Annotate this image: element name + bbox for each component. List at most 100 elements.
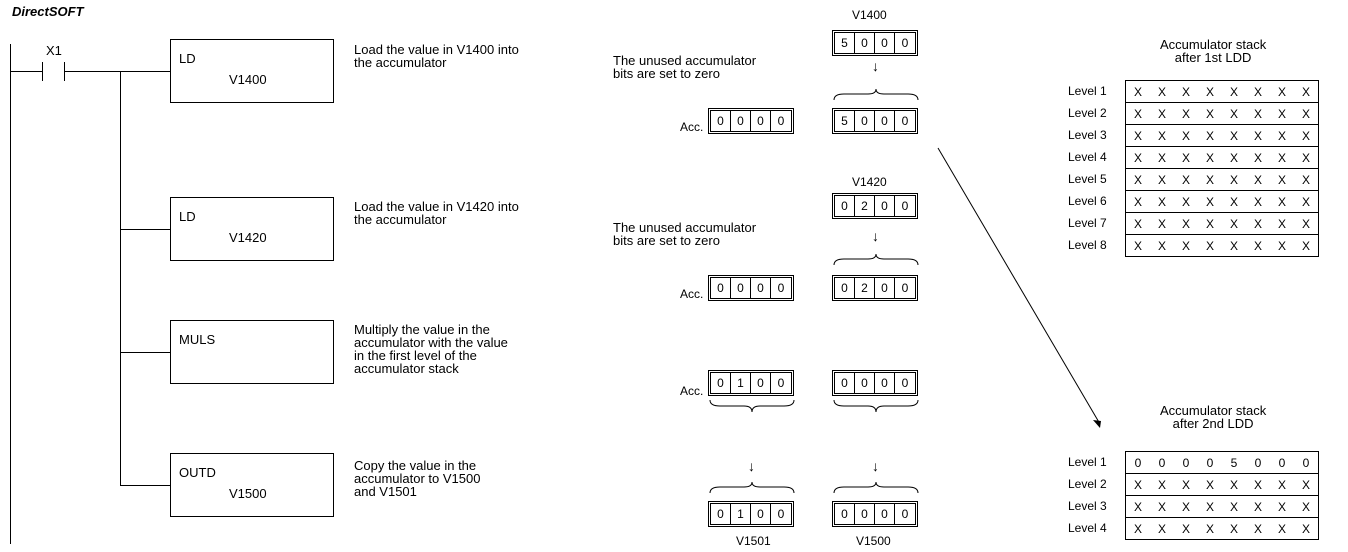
register-digit: 1 xyxy=(731,504,751,524)
stack-cell: X xyxy=(1174,495,1198,518)
acc-label: Acc. xyxy=(680,384,704,398)
register-digit: 0 xyxy=(901,281,909,295)
stack-cell: X xyxy=(1277,84,1286,99)
register-digit: 0 xyxy=(777,507,785,521)
stack-cell: X xyxy=(1222,102,1246,125)
stack-cell: X xyxy=(1270,495,1294,518)
stack-cell: X xyxy=(1294,168,1319,191)
stack-cell: X xyxy=(1222,168,1246,191)
stack-cell: X xyxy=(1125,473,1150,496)
unused-bits-note: The unused accumulator bits are set to z… xyxy=(613,53,757,81)
contact-label: X1 xyxy=(46,43,62,58)
stack-cell: X xyxy=(1125,517,1150,540)
stack-cell: X xyxy=(1222,124,1246,147)
app-title: DirectSOFT xyxy=(12,4,84,19)
stack-cell: X xyxy=(1150,190,1174,213)
stack-cell: X xyxy=(1198,146,1222,169)
instruction-operand: V1500 xyxy=(229,486,267,501)
down-arrow-icon: ↓ xyxy=(872,228,879,244)
down-arrow-icon: ↓ xyxy=(872,458,879,474)
stack-cell: X xyxy=(1150,234,1174,257)
stack-cell: X xyxy=(1150,124,1174,147)
register-digit: 0 xyxy=(731,278,751,298)
register-digit: 0 xyxy=(901,114,909,128)
stack-cell: X xyxy=(1125,168,1150,191)
stack-cell: X xyxy=(1246,124,1270,147)
instruction-outd[interactable]: OUTD V1500 xyxy=(170,453,334,517)
register-digit: 0 xyxy=(855,33,875,53)
instruction-operand: V1420 xyxy=(229,230,267,245)
instruction-ld-v1420[interactable]: LD V1420 xyxy=(170,197,334,261)
stack-cell: X xyxy=(1222,495,1246,518)
stack-cell: X xyxy=(1174,168,1198,191)
down-arrow-icon: ↓ xyxy=(748,458,755,474)
instruction-opcode: LD xyxy=(179,209,196,224)
stack-cell: X xyxy=(1222,146,1246,169)
register-digit: 0 xyxy=(711,504,731,524)
acc-label: Acc. xyxy=(680,287,704,301)
register-digit: 0 xyxy=(751,504,771,524)
rung-wire xyxy=(64,71,170,72)
register-digit: 0 xyxy=(875,33,895,53)
stack-cell: X xyxy=(1150,212,1174,235)
register-digit: 0 xyxy=(711,373,731,393)
stack-cell: X xyxy=(1125,190,1150,213)
register-digit: 0 xyxy=(875,196,895,216)
register-digit: 0 xyxy=(835,196,855,216)
stack-level-label: Level 2 xyxy=(1068,477,1107,491)
register-digit: 0 xyxy=(711,278,731,298)
stack-cell: X xyxy=(1222,212,1246,235)
stack-title: Accumulator stack after 2nd LDD xyxy=(1160,403,1267,431)
register-digit: 0 xyxy=(855,373,875,393)
stack-cell: X xyxy=(1150,473,1174,496)
stack-cell: X xyxy=(1198,517,1222,540)
stack-cell: X xyxy=(1198,495,1222,518)
stack-cell: 0 xyxy=(1302,455,1310,470)
stack-cell: X xyxy=(1294,190,1319,213)
stack-cell: X xyxy=(1198,124,1222,147)
stack-cell: X xyxy=(1174,234,1198,257)
source-register-label: V1400 xyxy=(852,8,887,22)
register-digit: 2 xyxy=(855,278,875,298)
down-arrow-icon: ↓ xyxy=(872,58,879,74)
brace-icon xyxy=(833,399,919,413)
stack-cell: X xyxy=(1222,234,1246,257)
stack-cell: X xyxy=(1246,168,1270,191)
instruction-ld-v1400[interactable]: LD V1400 xyxy=(170,39,334,103)
output-register-label: V1501 xyxy=(736,534,771,548)
instruction-description: Copy the value in the accumulator to V15… xyxy=(354,458,481,499)
brace-icon xyxy=(833,88,919,101)
brace-icon xyxy=(833,481,919,494)
stack-cell: X xyxy=(1198,212,1222,235)
stack-cell: X xyxy=(1270,146,1294,169)
stack-cell: X xyxy=(1301,84,1310,99)
stack-cell: 0 xyxy=(1134,455,1142,470)
stack-cell: X xyxy=(1125,146,1150,169)
stack-cell: X xyxy=(1125,102,1150,125)
stack-cell: X xyxy=(1294,517,1319,540)
contact-left-bar xyxy=(42,62,43,81)
register-digit: 0 xyxy=(901,36,909,50)
output-register-label: V1500 xyxy=(856,534,891,548)
instruction-muls[interactable]: MULS xyxy=(170,320,334,384)
stack-cell: X xyxy=(1133,84,1142,99)
stack-cell: X xyxy=(1270,473,1294,496)
stack-cell: X xyxy=(1294,495,1319,518)
stack-level-label: Level 8 xyxy=(1068,238,1107,252)
stack-cell: X xyxy=(1222,190,1246,213)
stack-cell: X xyxy=(1198,234,1222,257)
register-digit: 5 xyxy=(835,111,855,131)
branch-bus xyxy=(120,71,121,485)
